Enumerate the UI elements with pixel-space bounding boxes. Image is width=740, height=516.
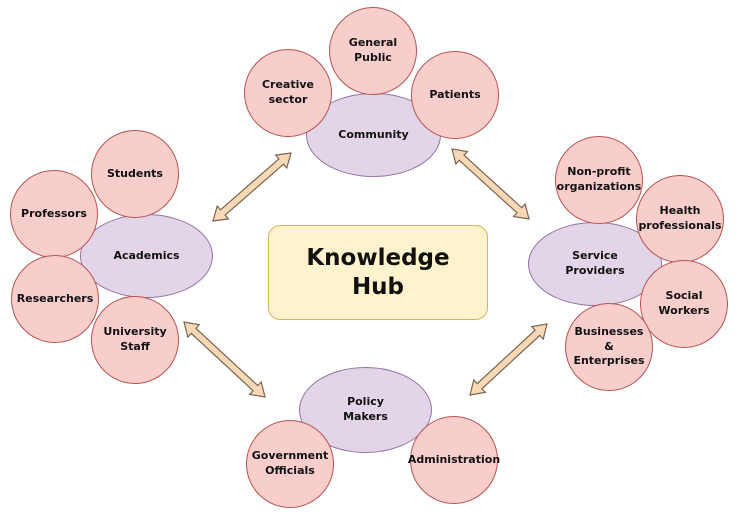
academics-member-students: Students bbox=[91, 130, 179, 218]
arrow-academics-policy-makers bbox=[183, 321, 266, 398]
academics-member-researchers: Researchers bbox=[11, 255, 99, 343]
community-member-creative-sector: Creative sector bbox=[244, 49, 332, 137]
academics-member-university-staff: University Staff bbox=[91, 296, 179, 384]
policy-makers-member-government-officials: Government Officials bbox=[246, 420, 334, 508]
arrow-academics-community bbox=[212, 152, 292, 222]
academics-member-professors: Professors bbox=[10, 170, 98, 258]
knowledge-hub-box: Knowledge Hub bbox=[268, 225, 488, 320]
community-member-patients: Patients bbox=[411, 51, 499, 139]
arrow-community-service-providers bbox=[451, 148, 530, 220]
academics-ellipse: Academics bbox=[80, 214, 213, 298]
service-providers-member-businesses: Businesses & Enterprises bbox=[565, 303, 653, 391]
service-providers-member-health-professionals: Health professionals bbox=[636, 175, 724, 263]
policy-makers-ellipse: Policy Makers bbox=[299, 367, 432, 453]
service-providers-member-non-profit: Non-profit organizations bbox=[555, 136, 643, 224]
arrow-policy-makers-service-providers bbox=[469, 323, 548, 396]
service-providers-member-social-workers: Social Workers bbox=[640, 260, 728, 348]
policy-makers-member-administration: Administration bbox=[408, 416, 500, 504]
community-member-general-public: General Public bbox=[329, 7, 417, 95]
